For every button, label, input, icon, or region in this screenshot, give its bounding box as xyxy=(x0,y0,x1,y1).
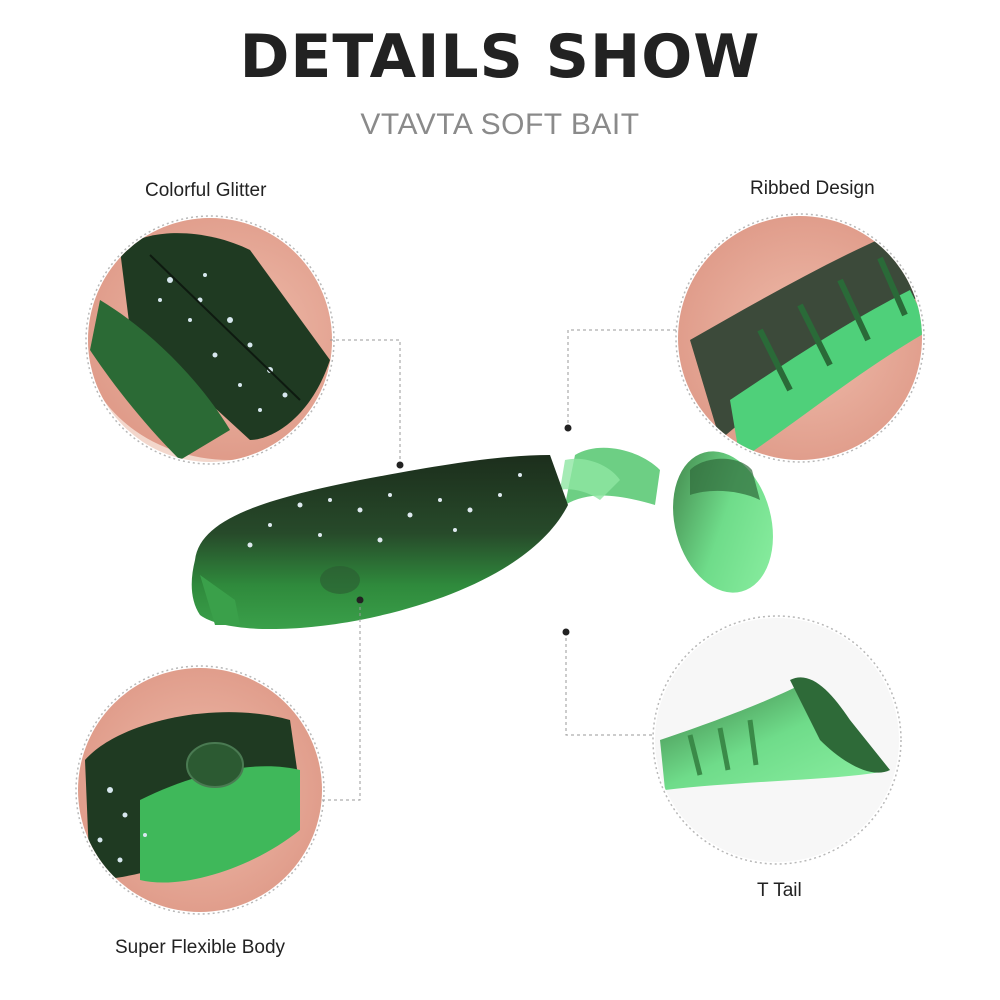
soft-bait-lure xyxy=(191,447,773,630)
page-subtitle: VTAVTA SOFT BAIT xyxy=(360,108,640,141)
feature-label-flexible-body: Super Flexible Body xyxy=(115,937,286,958)
leader-lines xyxy=(322,329,676,801)
page-title: DETAILS SHOW xyxy=(239,22,761,92)
glitter-closeup xyxy=(88,218,332,462)
ribbed-closeup xyxy=(678,216,922,460)
flexible-body-closeup xyxy=(78,668,322,912)
feature-label-glitter: Colorful Glitter xyxy=(145,180,267,201)
feature-label-t-tail: T Tail xyxy=(757,880,802,901)
t-tail-closeup xyxy=(655,618,899,862)
feature-label-ribbed: Ribbed Design xyxy=(750,178,875,199)
